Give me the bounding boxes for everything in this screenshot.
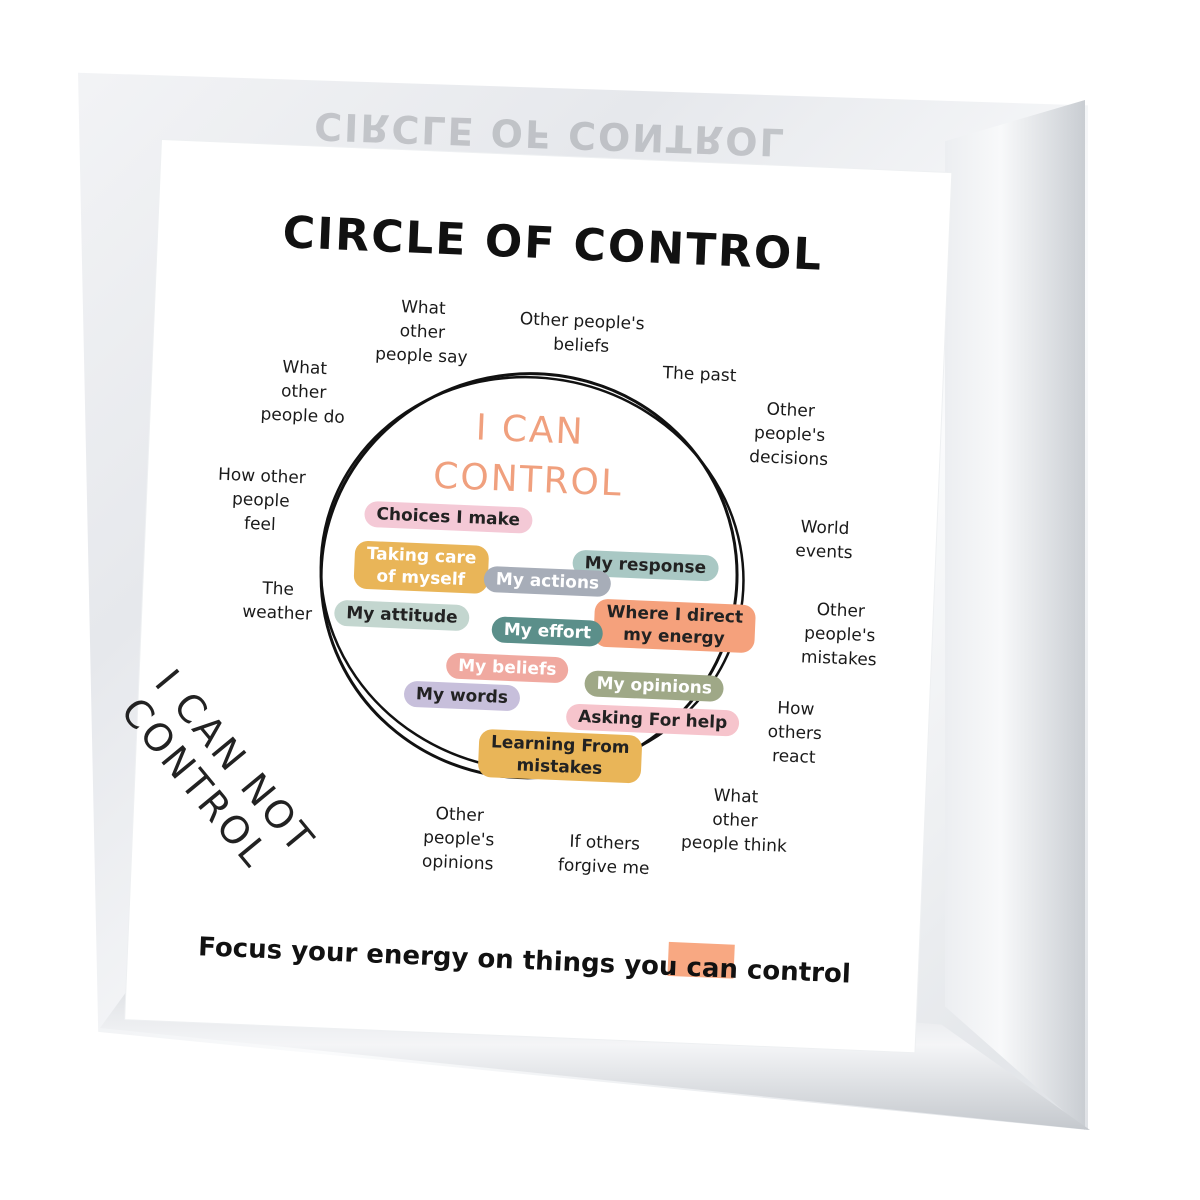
inner-item-pill: Learning From mistakes bbox=[477, 728, 643, 784]
outer-item: How other people feel bbox=[217, 464, 307, 536]
outer-item: What other people think bbox=[680, 785, 788, 857]
outer-item: World events bbox=[794, 517, 853, 564]
i-can-control-label: I CAN CONTROL bbox=[432, 407, 624, 505]
poster-card: CIRCLE OF CONTROL I CAN CONTROL What oth… bbox=[112, 140, 952, 1053]
inner-item-pill: My words bbox=[403, 680, 521, 712]
inner-item-pill: My actions bbox=[483, 565, 612, 598]
glass-side bbox=[945, 100, 1085, 1130]
outer-item: Other people's opinions bbox=[421, 804, 495, 875]
outer-item: Other people's mistakes bbox=[800, 599, 878, 671]
inner-item-pill: Where I direct my energy bbox=[593, 598, 756, 654]
inner-item-pill: My effort bbox=[491, 616, 604, 647]
inner-item-pill: My beliefs bbox=[445, 652, 570, 684]
outer-item: How others react bbox=[767, 698, 823, 768]
outer-item: If others forgive me bbox=[557, 831, 650, 880]
outer-item: The past bbox=[662, 363, 737, 387]
outer-item: Other people's decisions bbox=[748, 399, 829, 471]
inner-item-pill: Taking care of myself bbox=[353, 540, 489, 595]
outer-item: What other people say bbox=[374, 297, 468, 368]
outer-item: Other people's beliefs bbox=[519, 309, 645, 357]
outer-item: What other people do bbox=[260, 357, 346, 428]
outer-item: The weather bbox=[241, 578, 313, 625]
